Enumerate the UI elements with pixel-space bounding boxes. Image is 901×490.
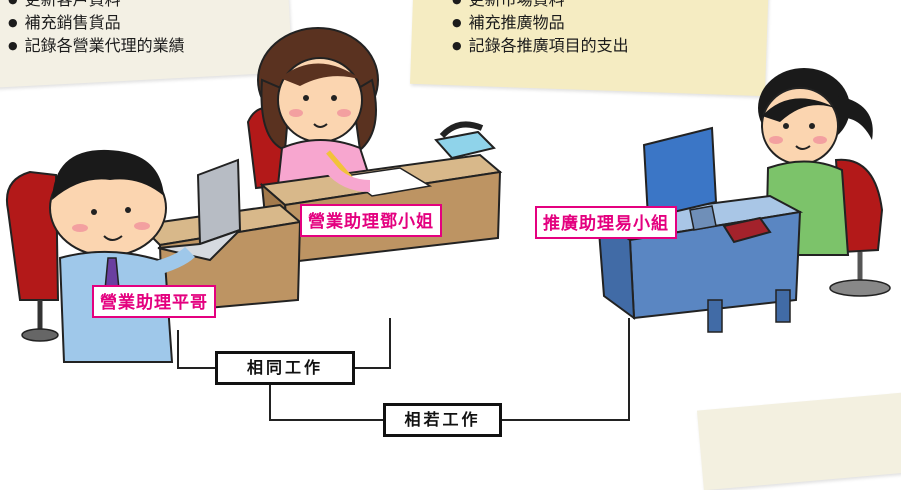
label-assistant-right: 推廣助理易小組	[535, 206, 677, 239]
list-item: 更新客戶資料	[8, 0, 185, 11]
list-item: 記錄各推廣項目的支出	[452, 34, 629, 57]
promotion-task-list: 更新市場資料 補充推廣物品 記錄各推廣項目的支出	[452, 0, 629, 57]
list-item: 補充推廣物品	[452, 11, 629, 34]
right-desk-scene	[595, 68, 891, 333]
similar-work-box: 相若工作	[383, 403, 502, 437]
label-assistant-left: 營業助理平哥	[92, 285, 216, 318]
same-work-box: 相同工作	[215, 351, 355, 385]
connector-lines	[177, 318, 630, 421]
list-item: 補充銷售貨品	[8, 11, 185, 34]
label-assistant-middle: 營業助理鄧小姐	[300, 204, 442, 237]
office-illustration	[6, 27, 891, 421]
list-item: 記錄各營業代理的業績	[8, 34, 185, 57]
sales-task-list: 更新客戶資料 補充銷售貨品 記錄各營業代理的業績	[8, 0, 185, 57]
list-item: 更新市場資料	[452, 0, 629, 11]
